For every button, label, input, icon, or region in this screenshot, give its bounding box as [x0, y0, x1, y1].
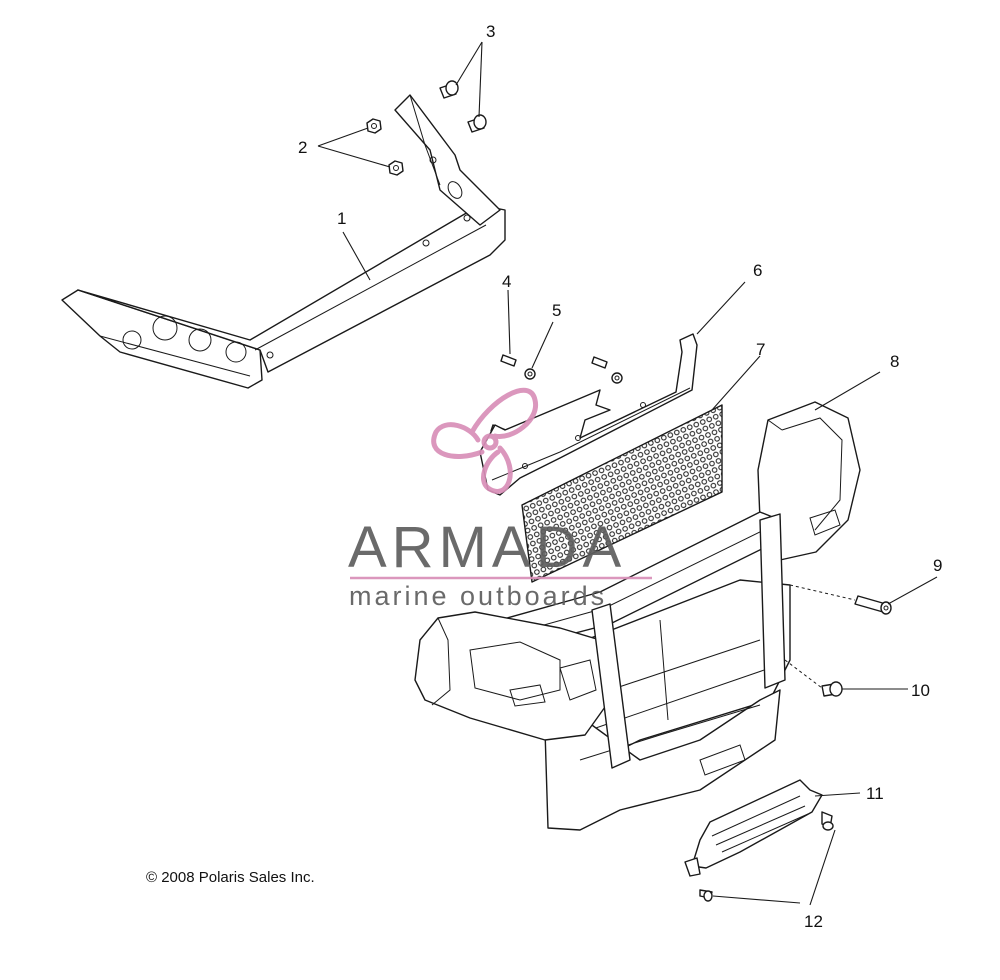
part-9-bolt [854, 595, 892, 615]
part-1-bumper-support [61, 94, 506, 389]
part-2-nuts [366, 118, 404, 176]
part-3-bolts [439, 80, 487, 133]
part-7-mesh-screen [521, 404, 723, 583]
watermark: ARMADA marine outboards [348, 387, 652, 611]
watermark-tagline: marine outboards [349, 581, 607, 611]
part-12-screws [699, 811, 834, 902]
watermark-propeller-logo [431, 387, 538, 494]
copyright-notice: © 2008 Polaris Sales Inc. [146, 869, 315, 886]
callout-7: 7 [756, 340, 765, 359]
part-6-mounting-bracket [479, 333, 698, 496]
callout-5: 5 [552, 301, 561, 320]
callout-6: 6 [753, 261, 762, 280]
callout-10: 10 [911, 681, 930, 700]
callout-3: 3 [486, 22, 495, 41]
callout-11: 11 [866, 784, 884, 803]
watermark-name: ARMADA [348, 515, 626, 580]
callout-4: 4 [502, 272, 511, 291]
callout-8: 8 [890, 352, 899, 371]
part-11-skid-plate [684, 779, 823, 877]
callout-numbers: 1 2 3 4 5 6 7 8 9 10 11 12 [298, 22, 942, 931]
leader-lines [317, 41, 938, 906]
callout-2: 2 [298, 138, 307, 157]
part-10-push-rivet [821, 681, 843, 697]
part-8-front-bumper [414, 401, 861, 831]
callout-9: 9 [933, 556, 942, 575]
callout-1: 1 [337, 209, 346, 228]
callout-12: 12 [804, 912, 823, 931]
